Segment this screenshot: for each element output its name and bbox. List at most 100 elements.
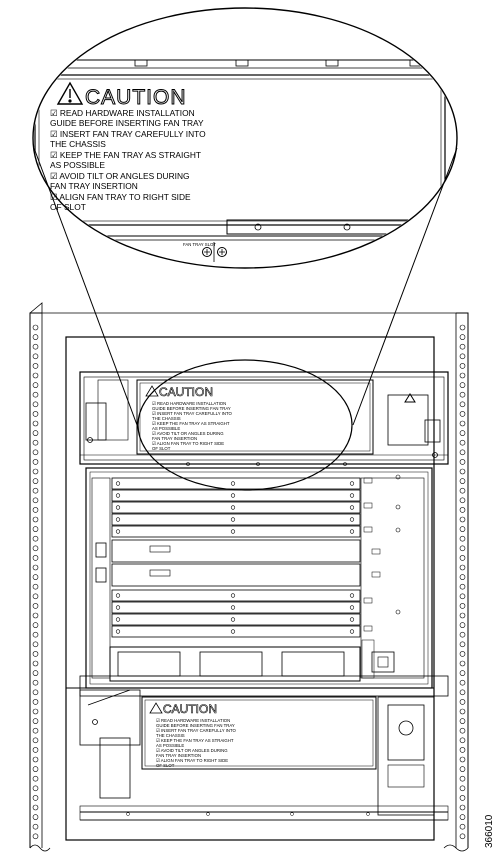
caution-line-10: OF SLOT	[50, 202, 86, 212]
rack-hole-icon	[32, 497, 39, 504]
rack-hole-icon	[459, 564, 466, 571]
rack-holes-left	[32, 324, 39, 840]
svg-text:FAN TRAY SLOT: FAN TRAY SLOT	[183, 242, 216, 247]
rack-hole-icon	[32, 353, 39, 360]
rack-hole-icon	[32, 439, 39, 446]
rack-hole-icon	[32, 814, 39, 820]
rack-hole-icon	[32, 507, 39, 513]
upper-tray-line-6: AS POSSIBLE	[152, 426, 180, 431]
rack-hole-icon	[459, 574, 466, 580]
card-cage	[85, 467, 433, 689]
lower-tray-caution: CAUTION ☑ READ HARDWARE INSTALLATION GUI…	[149, 702, 237, 768]
lower-tray-caution-heading: CAUTION	[163, 702, 217, 716]
rack-hole-icon	[459, 401, 466, 408]
rack-hole-icon	[459, 699, 466, 705]
rack-hole-icon	[32, 775, 39, 782]
magnified-callout: FAN TRAY SLOT FAN TRAY SLOT	[32, 7, 458, 426]
upper-tray-line-9: ☑ ALIGN FAN TRAY TO RIGHT SIDE	[152, 441, 224, 446]
rack-hole-icon	[459, 555, 466, 561]
rack-hole-icon	[32, 670, 39, 676]
screw-icon	[230, 593, 236, 598]
rack-hole-icon	[459, 459, 466, 465]
caution-instructions: ☑ READ HARDWARE INSTALLATION GUIDE BEFOR…	[50, 108, 206, 212]
line-card-slot	[111, 489, 361, 502]
rack-hole-icon	[32, 651, 39, 657]
warning-triangle-icon	[404, 393, 416, 403]
screw-icon	[230, 529, 236, 534]
rack-hole-icon	[459, 708, 466, 715]
caution-line-5: ☑ KEEP THE FAN TRAY AS STRAIGHT	[50, 150, 201, 160]
screw-icon	[115, 493, 121, 498]
caution-line-1: ☑ READ HARDWARE INSTALLATION	[50, 108, 195, 118]
callout-right-leader	[352, 147, 458, 426]
screw-icon	[115, 593, 121, 598]
screw-icon	[230, 505, 236, 510]
lower-tray-line-1: ☑ READ HARDWARE INSTALLATION	[156, 718, 230, 723]
rack-hole-icon	[32, 545, 39, 552]
rack-hole-icon	[459, 756, 466, 763]
rack-hole-icon	[459, 622, 466, 628]
rack-hole-icon	[32, 372, 39, 379]
rack-hole-icon	[32, 574, 39, 580]
rack-hole-icon	[32, 324, 39, 331]
upper-tray-line-7: ☑ AVOID TILT OR ANGLES DURING	[152, 431, 224, 436]
rack-hole-icon	[32, 679, 39, 686]
rack-hole-icon	[459, 334, 466, 340]
rack-hole-icon	[459, 478, 466, 484]
lower-tray-line-2: GUIDE BEFORE INSERTING FAN TRAY	[156, 723, 235, 728]
warning-triangle-icon	[56, 81, 84, 105]
line-card-slot	[111, 601, 361, 614]
rack-hole-icon	[32, 795, 39, 801]
rack-hole-icon	[32, 622, 39, 628]
rack-hole-icon	[459, 411, 466, 417]
upper-tray-caution: CAUTION ☑ READ HARDWARE INSTALLATION GUI…	[145, 385, 233, 451]
upper-tray-line-8: FAN TRAY INSERTION	[152, 436, 197, 441]
screw-icon	[230, 517, 236, 522]
callout-ellipse	[32, 7, 458, 269]
screw-icon	[349, 481, 355, 486]
magnify-source-ellipse	[137, 359, 353, 491]
rack-hole-icon	[32, 756, 39, 763]
chassis	[65, 336, 449, 841]
screw-icon	[349, 629, 355, 634]
line-card-slot	[111, 501, 361, 514]
rack-hole-icon	[459, 507, 466, 513]
rack-hole-icon	[32, 411, 39, 417]
rack-hole-icon	[459, 497, 466, 504]
rack-hole-icon	[32, 804, 39, 811]
rack-hole-icon	[459, 353, 466, 360]
rack-hole-icon	[32, 564, 39, 571]
screw-icon	[230, 481, 236, 486]
lower-tray-line-6: AS POSSIBLE	[156, 743, 184, 748]
lower-tray-line-4: THE CHASSIS	[156, 733, 185, 738]
rack-hole-icon	[459, 593, 466, 600]
rack-hole-icon	[459, 737, 466, 744]
rack-hole-icon	[459, 747, 466, 753]
line-card-slot	[111, 513, 361, 526]
rack-holes-right	[459, 324, 466, 840]
rack-hole-icon	[32, 583, 39, 590]
lower-tray-line-8: FAN TRAY INSERTION	[156, 753, 201, 758]
rack-hole-icon	[32, 420, 39, 427]
rack-hole-icon	[32, 718, 39, 724]
caution-line-2: GUIDE BEFORE INSERTING FAN TRAY	[50, 118, 204, 128]
rack-hole-icon	[459, 439, 466, 446]
screw-icon	[349, 617, 355, 622]
rack-hole-icon	[32, 535, 39, 542]
lower-tray-line-10: OF SLOT	[156, 763, 175, 768]
rack-hole-icon	[459, 612, 466, 619]
rack-hole-icon	[459, 785, 466, 792]
screw-icon	[115, 517, 121, 522]
supervisor-card	[111, 563, 361, 587]
rack-hole-icon	[459, 382, 466, 388]
lower-tray-line-9: ☑ ALIGN FAN TRAY TO RIGHT SIDE	[156, 758, 228, 763]
figure-id: 366010	[484, 814, 495, 848]
rack-hole-icon	[459, 670, 466, 676]
callout-left-leader	[33, 147, 138, 426]
lower-tray-line-7: ☑ AVOID TILT OR ANGLES DURING	[156, 748, 228, 753]
caution-line-4: THE CHASSIS	[50, 139, 106, 149]
power-supplies	[109, 639, 395, 682]
caution-line-6: AS POSSIBLE	[50, 160, 105, 170]
rack-hole-icon	[459, 545, 466, 552]
rack-hole-icon	[32, 391, 39, 398]
